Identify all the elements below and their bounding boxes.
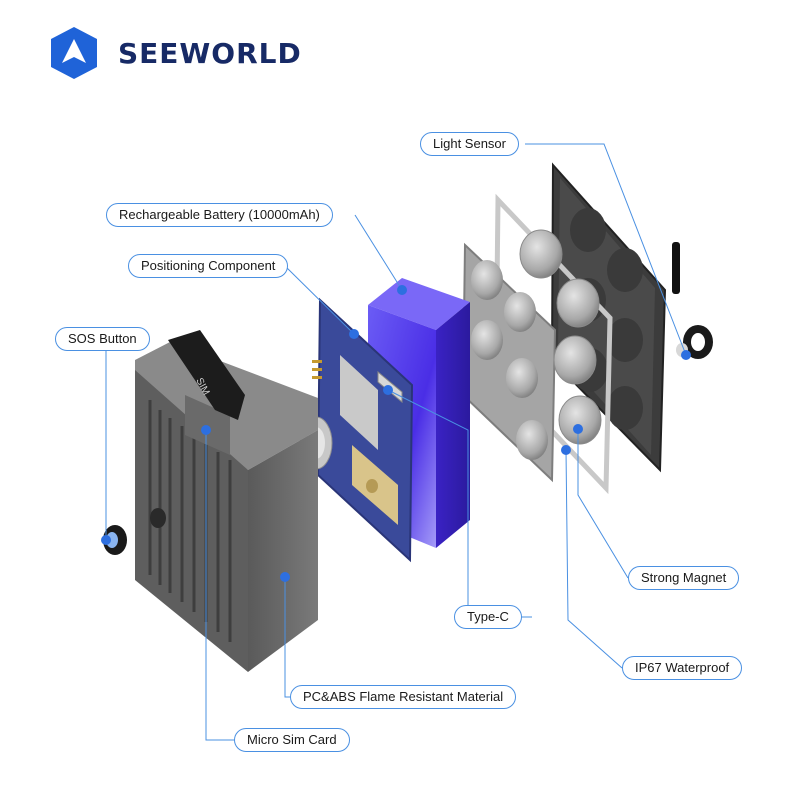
magnet-tray	[461, 242, 557, 483]
leader-waterproof	[565, 449, 623, 669]
seeworld-logo-icon	[51, 27, 97, 79]
label-material: PC&ABS Flame Resistant Material	[290, 685, 517, 709]
label-positioning: Positioning Component	[128, 254, 289, 278]
brand-header: SEEWORLD	[48, 25, 302, 81]
leader-material	[284, 577, 290, 698]
dot-positioning	[349, 329, 359, 339]
dot-magnet	[573, 424, 583, 434]
light-sensor-ring	[676, 325, 713, 359]
dot-material	[280, 572, 290, 582]
label-simcard: Micro Sim Card	[234, 728, 350, 752]
label-light-sensor: Light Sensor	[420, 132, 519, 156]
label-waterproof: IP67 Waterproof	[622, 656, 743, 680]
label-battery: Rechargeable Battery (10000mAh)	[106, 203, 333, 227]
dot-sos	[101, 535, 111, 545]
callout-dots	[101, 285, 691, 582]
leader-simcard	[205, 430, 234, 741]
leader-battery	[354, 214, 403, 291]
leader-magnet	[577, 429, 629, 579]
leader-light-sensor	[525, 143, 687, 356]
circuit-board	[312, 297, 414, 563]
dot-simcard	[201, 425, 211, 435]
dot-light-sensor	[681, 350, 691, 360]
label-sos: SOS Button	[55, 327, 150, 351]
label-magnet: Strong Magnet	[628, 566, 740, 590]
strong-magnets	[519, 229, 602, 445]
brand-name: SEEWORLD	[118, 36, 302, 70]
dot-typec	[383, 385, 393, 395]
dot-waterproof	[561, 445, 571, 455]
leader-positioning	[283, 264, 355, 335]
dot-battery	[397, 285, 407, 295]
label-typec: Type-C	[454, 605, 522, 629]
